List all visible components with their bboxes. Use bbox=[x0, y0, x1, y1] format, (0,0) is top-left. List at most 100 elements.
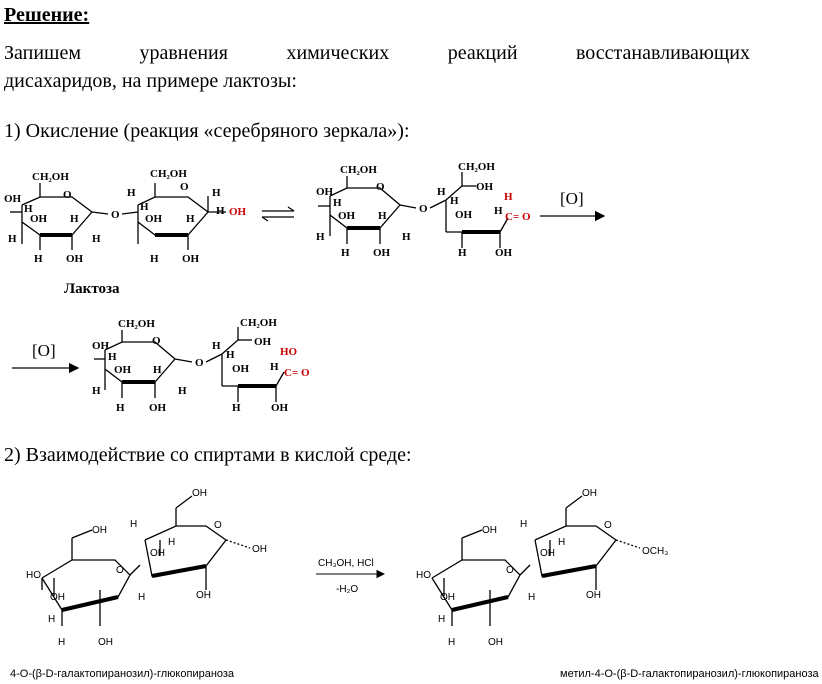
ch2oh-label: CH₂OH bbox=[118, 318, 155, 330]
ring-o-label: O bbox=[214, 520, 222, 531]
oh-label: OH bbox=[271, 402, 289, 414]
oh-label: OH bbox=[338, 210, 356, 222]
oh-label: OH bbox=[66, 253, 84, 265]
oh-label: OH bbox=[4, 193, 22, 205]
oh-label: OH bbox=[482, 525, 497, 536]
equilibrium-arrow bbox=[261, 206, 295, 222]
h-label: H bbox=[168, 537, 175, 548]
bridge-o-label: O bbox=[195, 357, 204, 369]
aldehyde-h-label: H bbox=[504, 191, 513, 203]
ring-o-label: O bbox=[604, 520, 612, 531]
oh-label: OH bbox=[586, 590, 601, 601]
anomeric-oh-label: OH bbox=[252, 544, 267, 555]
h-label: H bbox=[402, 231, 411, 243]
h-label: H bbox=[24, 203, 33, 215]
oh-label: OH bbox=[373, 247, 391, 259]
h-label: H bbox=[226, 349, 235, 361]
reagent-label: CH₃OH, HCl bbox=[318, 558, 374, 569]
h-label: H bbox=[520, 519, 527, 530]
h-label: H bbox=[437, 186, 446, 198]
h-label: H bbox=[212, 340, 221, 352]
oh-label: OH bbox=[192, 488, 207, 499]
h-label: H bbox=[150, 253, 159, 265]
oh-label: OH bbox=[254, 336, 272, 348]
och3-label: OCH₃ bbox=[642, 546, 668, 557]
methyl-glycoside-structure bbox=[431, 495, 641, 626]
ring-o-label: O bbox=[116, 565, 124, 576]
h-label: H bbox=[558, 537, 565, 548]
intro-word: уравнения bbox=[139, 42, 228, 64]
h-label: H bbox=[153, 364, 162, 376]
ch2oh-label: CH₂OH bbox=[458, 161, 495, 173]
oh-label: OH bbox=[50, 592, 65, 603]
h-label: H bbox=[34, 253, 43, 265]
intro-word: Запишем bbox=[4, 42, 81, 64]
h-label: H bbox=[140, 201, 149, 213]
lactobionic-acid-structure bbox=[94, 327, 285, 402]
h-label: H bbox=[212, 187, 221, 199]
step-2-title: 2) Взаимодействие со спиртами в кислой с… bbox=[4, 444, 412, 466]
ch2oh-label: CH₂OH bbox=[150, 168, 187, 180]
oh-label: OH bbox=[488, 637, 503, 648]
ho-label: HO bbox=[26, 570, 41, 581]
oh-label: OH bbox=[145, 213, 163, 225]
intro-line-2: дисахаридов, на примере лактозы: bbox=[4, 70, 297, 92]
ring-o-label: O bbox=[180, 181, 189, 193]
ring-o-label: O bbox=[376, 181, 385, 193]
ch2oh-label: CH₂OH bbox=[240, 317, 277, 329]
h-label: H bbox=[92, 385, 101, 397]
h-label: H bbox=[116, 402, 125, 414]
ch2oh-label: CH₂OH bbox=[32, 171, 69, 183]
solution-heading: Решение: bbox=[4, 4, 90, 26]
methyl-glycoside-caption: метил-4-O-(β-D-галактопиранозил)-глюкопи… bbox=[560, 668, 819, 680]
oh-label: OH bbox=[316, 186, 334, 198]
oh-label: OH bbox=[232, 363, 250, 375]
h-label: H bbox=[458, 247, 467, 259]
ring-o-label: O bbox=[506, 565, 514, 576]
h-label: H bbox=[178, 385, 187, 397]
oh-label: OH bbox=[196, 590, 211, 601]
h-label: H bbox=[70, 213, 79, 225]
h-label: H bbox=[316, 231, 325, 243]
h-label: H bbox=[138, 592, 145, 603]
h-label: H bbox=[8, 233, 17, 245]
oxidant-label: [O] bbox=[32, 341, 56, 360]
h-label: H bbox=[58, 637, 65, 648]
ch2oh-label: CH₂OH bbox=[340, 164, 377, 176]
bridge-o-label: O bbox=[111, 209, 120, 221]
oh-label: OH bbox=[30, 213, 48, 225]
oh-label: OH bbox=[98, 637, 113, 648]
oh-label: OH bbox=[440, 592, 455, 603]
oh-label: OH bbox=[495, 247, 513, 259]
h-label: H bbox=[494, 205, 503, 217]
oh-label: OH bbox=[476, 181, 494, 193]
lactose-structure bbox=[10, 183, 226, 250]
h-label: H bbox=[448, 637, 455, 648]
h-label: H bbox=[127, 187, 136, 199]
carbonyl-label: C= O bbox=[505, 211, 531, 223]
lactose-label: Лактоза bbox=[64, 281, 120, 297]
h-label: H bbox=[92, 233, 101, 245]
h-label: H bbox=[130, 519, 137, 530]
lactose-caption: 4-O-(β-D-галактопиранозил)-глюкопираноза bbox=[10, 668, 235, 680]
h-label: H bbox=[333, 197, 342, 209]
open-chain-structure bbox=[318, 172, 509, 248]
oh-label: OH bbox=[114, 364, 132, 376]
anomeric-oh-label: OH bbox=[229, 206, 247, 218]
water-label: -H₂O bbox=[336, 584, 358, 595]
intro-line-1: Запишем уравнения химических реакций вос… bbox=[4, 42, 750, 65]
h-label: H bbox=[270, 361, 279, 373]
step-1-title: 1) Окисление (реакция «серебряного зерка… bbox=[4, 120, 410, 142]
h-label: H bbox=[216, 205, 225, 217]
lactose-haworth-structure bbox=[41, 495, 251, 626]
intro-word: реакций bbox=[447, 42, 518, 64]
ring-o-label: O bbox=[152, 335, 161, 347]
intro-word: химических bbox=[286, 42, 390, 64]
h-label: H bbox=[438, 614, 445, 625]
oh-label: OH bbox=[182, 253, 200, 265]
h-label: H bbox=[528, 592, 535, 603]
ho-label: HO bbox=[416, 570, 431, 581]
h-label: H bbox=[186, 213, 195, 225]
h-label: H bbox=[341, 247, 350, 259]
